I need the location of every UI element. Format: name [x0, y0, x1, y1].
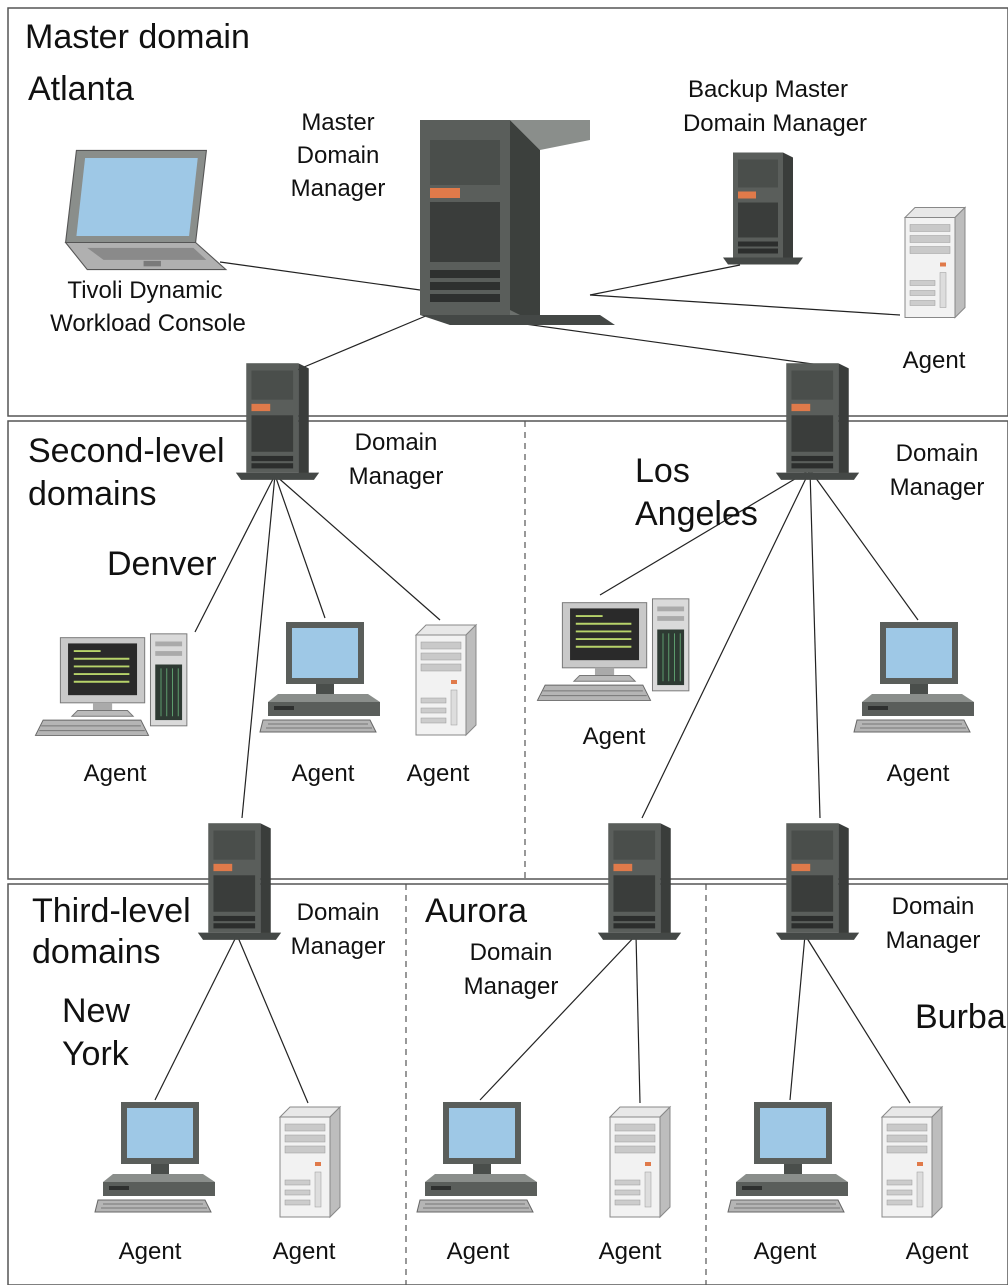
master-domain-title: Master domain — [25, 18, 250, 56]
newyork-dm-label-1: Domain — [297, 899, 380, 926]
denver-agent-desktop — [259, 621, 381, 733]
mdm-label-2: Domain — [297, 142, 380, 169]
third-level-title-1: Third-level — [32, 892, 191, 930]
los-angeles-label-2: Angeles — [635, 495, 758, 533]
second-level-title-1: Second-level — [28, 432, 225, 470]
agent-label-newyork-1: Agent — [119, 1238, 182, 1265]
la-agent-desktop — [853, 621, 975, 733]
la-dm-label-1: Domain — [896, 440, 979, 467]
section-borders — [7, 7, 1008, 1285]
agent-label-denver-2: Agent — [292, 760, 355, 787]
agent-label-denver-3: Agent — [407, 760, 470, 787]
denver-dm-label-1: Domain — [355, 429, 438, 456]
newyork-agent-server — [279, 1106, 341, 1218]
console-label-2: Workload Console — [50, 310, 246, 337]
newyork-domain-manager-server — [197, 823, 282, 940]
agent-label-la-2: Agent — [887, 760, 950, 787]
aurora-dm-label-1: Domain — [470, 939, 553, 966]
new-york-label-2: York — [62, 1035, 130, 1073]
agent-label-denver-1: Agent — [84, 760, 147, 787]
agent-label-atlanta: Agent — [903, 347, 966, 374]
master-domain-manager-server — [420, 120, 615, 325]
burbank-dm-label-1: Domain — [892, 893, 975, 920]
mdm-label-1: Master — [301, 109, 374, 136]
mdm-label-3: Manager — [291, 175, 386, 202]
console-laptop — [64, 149, 227, 271]
second-level-title-2: domains — [28, 475, 157, 513]
agent-server-atlanta — [904, 206, 966, 319]
agent-label-burbank-2: Agent — [906, 1238, 969, 1265]
aurora-dm-label-2: Manager — [464, 973, 559, 1000]
connection-lines — [154, 261, 919, 1104]
aurora-agent-desktop — [416, 1101, 538, 1213]
denver-label: Denver — [107, 545, 217, 583]
la-agent-workstation — [536, 597, 690, 702]
agent-label-la-1: Agent — [583, 723, 646, 750]
agent-label-aurora-1: Agent — [447, 1238, 510, 1265]
aurora-domain-manager-server — [597, 823, 682, 940]
agent-label-aurora-2: Agent — [599, 1238, 662, 1265]
domain-dividers — [405, 421, 707, 1285]
newyork-dm-label-2: Manager — [291, 933, 386, 960]
bmdm-label-1: Backup Master — [688, 76, 848, 103]
atlanta-label: Atlanta — [28, 70, 134, 108]
backup-master-server — [723, 152, 803, 265]
agent-label-newyork-2: Agent — [273, 1238, 336, 1265]
la-dm-label-2: Manager — [890, 474, 985, 501]
new-york-label-1: New — [62, 992, 130, 1030]
console-label-1: Tivoli Dynamic — [67, 277, 222, 304]
denver-dm-label-2: Manager — [349, 463, 444, 490]
agent-label-burbank-1: Agent — [754, 1238, 817, 1265]
third-level-title-2: domains — [32, 933, 161, 971]
burbank-agent-server — [881, 1106, 943, 1218]
burbank-agent-desktop — [727, 1101, 849, 1213]
denver-agent-server — [415, 624, 477, 736]
aurora-label: Aurora — [425, 892, 527, 930]
la-domain-manager-server — [775, 363, 860, 480]
denver-domain-manager-server — [235, 363, 320, 480]
los-angeles-label-1: Los — [635, 452, 690, 490]
aurora-agent-server — [609, 1106, 671, 1218]
bmdm-label-2: Domain Manager — [683, 110, 867, 137]
burbank-label: Burbank — [915, 998, 1008, 1036]
newyork-agent-desktop — [94, 1101, 216, 1213]
denver-agent-workstation — [34, 632, 188, 737]
burbank-domain-manager-server — [775, 823, 860, 940]
burbank-dm-label-2: Manager — [886, 927, 981, 954]
